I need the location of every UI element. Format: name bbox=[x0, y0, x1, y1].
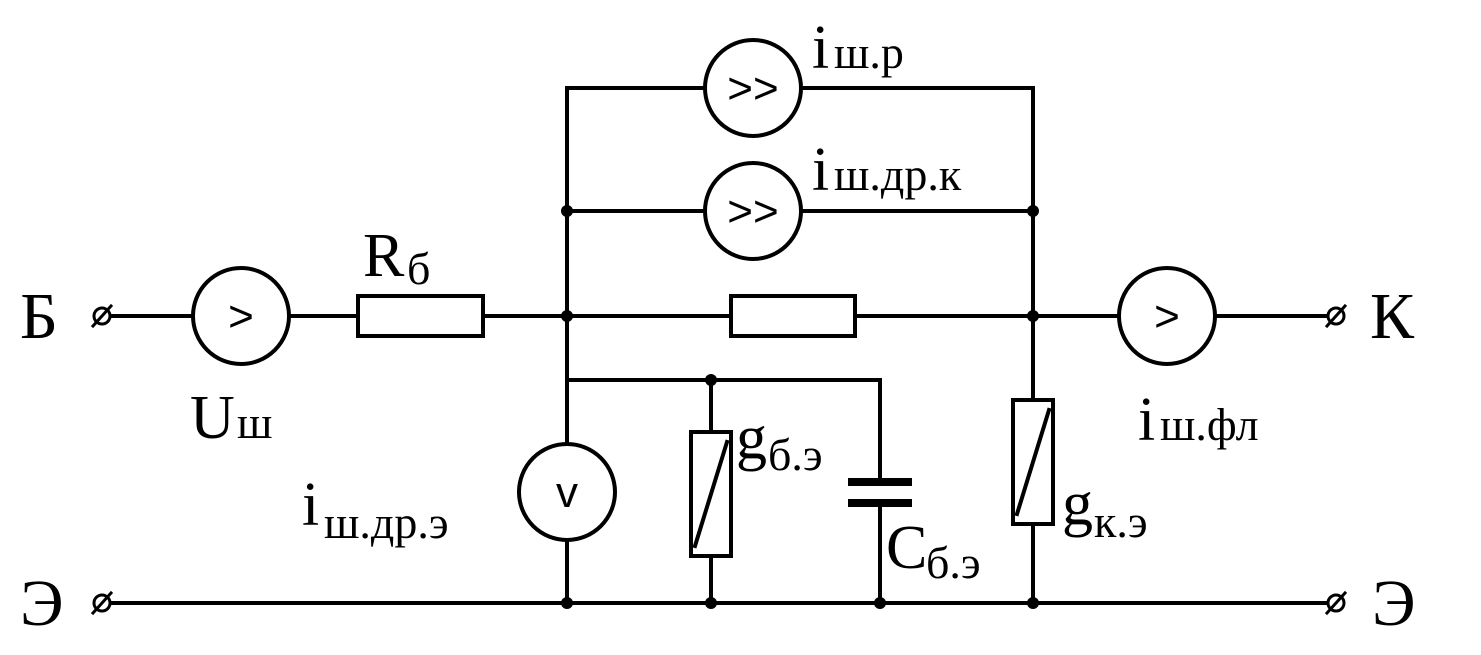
junction-dot bbox=[874, 597, 886, 609]
label-g-b-e-main: g bbox=[736, 404, 767, 472]
source-u-sh: > bbox=[191, 266, 291, 366]
terminal-emitter-left-label: Э bbox=[20, 567, 64, 640]
junction-dot bbox=[1027, 597, 1039, 609]
label-i-sh-r: i ш.р bbox=[812, 14, 904, 82]
label-r-b: R б bbox=[363, 222, 430, 294]
label-g-k-e: g к.э bbox=[1062, 470, 1148, 547]
label-i-sh-dr-e-main: i bbox=[302, 471, 319, 539]
source-i-sh-r-symbol: >> bbox=[727, 64, 778, 113]
junction-dot bbox=[705, 374, 717, 386]
label-g-b-e: g б.э bbox=[736, 404, 823, 480]
label-c-b-e: C б.э bbox=[886, 514, 981, 588]
capacitor-cbe bbox=[848, 478, 912, 507]
label-i-sh-dr-k: i ш.др.к bbox=[812, 136, 962, 204]
junction-dot bbox=[1027, 205, 1039, 217]
source-i-sh-fl-symbol: > bbox=[1154, 292, 1180, 341]
junction-dot bbox=[1027, 310, 1039, 322]
label-g-k-e-sub: к.э bbox=[1094, 496, 1148, 547]
junction-dot bbox=[705, 597, 717, 609]
source-i-sh-dr-k-symbol: >> bbox=[727, 187, 778, 236]
terminal-collector-label: К bbox=[1370, 280, 1415, 353]
source-i-sh-dr-e: v bbox=[517, 442, 617, 542]
label-u-sh-sub: ш bbox=[237, 397, 272, 448]
label-r-b-main: R bbox=[363, 222, 405, 290]
terminal-collector-marker bbox=[1324, 303, 1348, 329]
label-i-sh-dr-e: i ш.др.э bbox=[302, 471, 449, 548]
label-i-sh-dr-k-main: i bbox=[812, 136, 829, 204]
source-i-sh-dr-e-symbol: v bbox=[556, 468, 578, 517]
junction-dot bbox=[561, 205, 573, 217]
label-c-b-e-main: C bbox=[886, 514, 927, 582]
label-i-sh-fl: i ш.фл bbox=[1138, 386, 1259, 454]
source-i-sh-dr-k: >> bbox=[703, 161, 803, 261]
terminal-emitter-right-marker bbox=[1324, 590, 1348, 616]
label-i-sh-r-sub: ш.р bbox=[834, 27, 904, 78]
terminal-emitter-left-marker bbox=[90, 590, 114, 616]
source-i-sh-fl: > bbox=[1117, 266, 1217, 366]
label-c-b-e-sub: б.э bbox=[926, 537, 981, 588]
label-u-sh: U ш bbox=[190, 384, 272, 452]
label-u-sh-main: U bbox=[190, 384, 235, 452]
label-g-b-e-sub: б.э bbox=[768, 429, 823, 480]
label-i-sh-fl-sub: ш.фл bbox=[1160, 399, 1259, 450]
wires bbox=[108, 86, 1330, 605]
conductance-gbe bbox=[689, 430, 733, 558]
label-i-sh-r-main: i bbox=[812, 14, 829, 82]
label-g-k-e-main: g bbox=[1062, 470, 1093, 538]
terminal-base-label: Б bbox=[20, 280, 58, 353]
label-i-sh-fl-main: i bbox=[1138, 386, 1155, 454]
source-i-sh-r: >> bbox=[703, 38, 803, 138]
source-u-sh-symbol: > bbox=[228, 292, 254, 341]
label-i-sh-dr-k-sub: ш.др.к bbox=[834, 149, 962, 200]
junction-dot bbox=[561, 597, 573, 609]
resistor-middle bbox=[729, 294, 857, 338]
resistor-rb bbox=[356, 294, 485, 338]
junction-dot bbox=[561, 310, 573, 322]
label-i-sh-dr-e-sub: ш.др.э bbox=[324, 497, 449, 548]
label-r-b-sub: б bbox=[407, 243, 430, 294]
conductance-gke bbox=[1011, 398, 1055, 526]
junctions bbox=[561, 205, 1039, 609]
terminal-base-marker bbox=[90, 303, 114, 329]
terminal-emitter-right-label: Э bbox=[1372, 567, 1416, 640]
